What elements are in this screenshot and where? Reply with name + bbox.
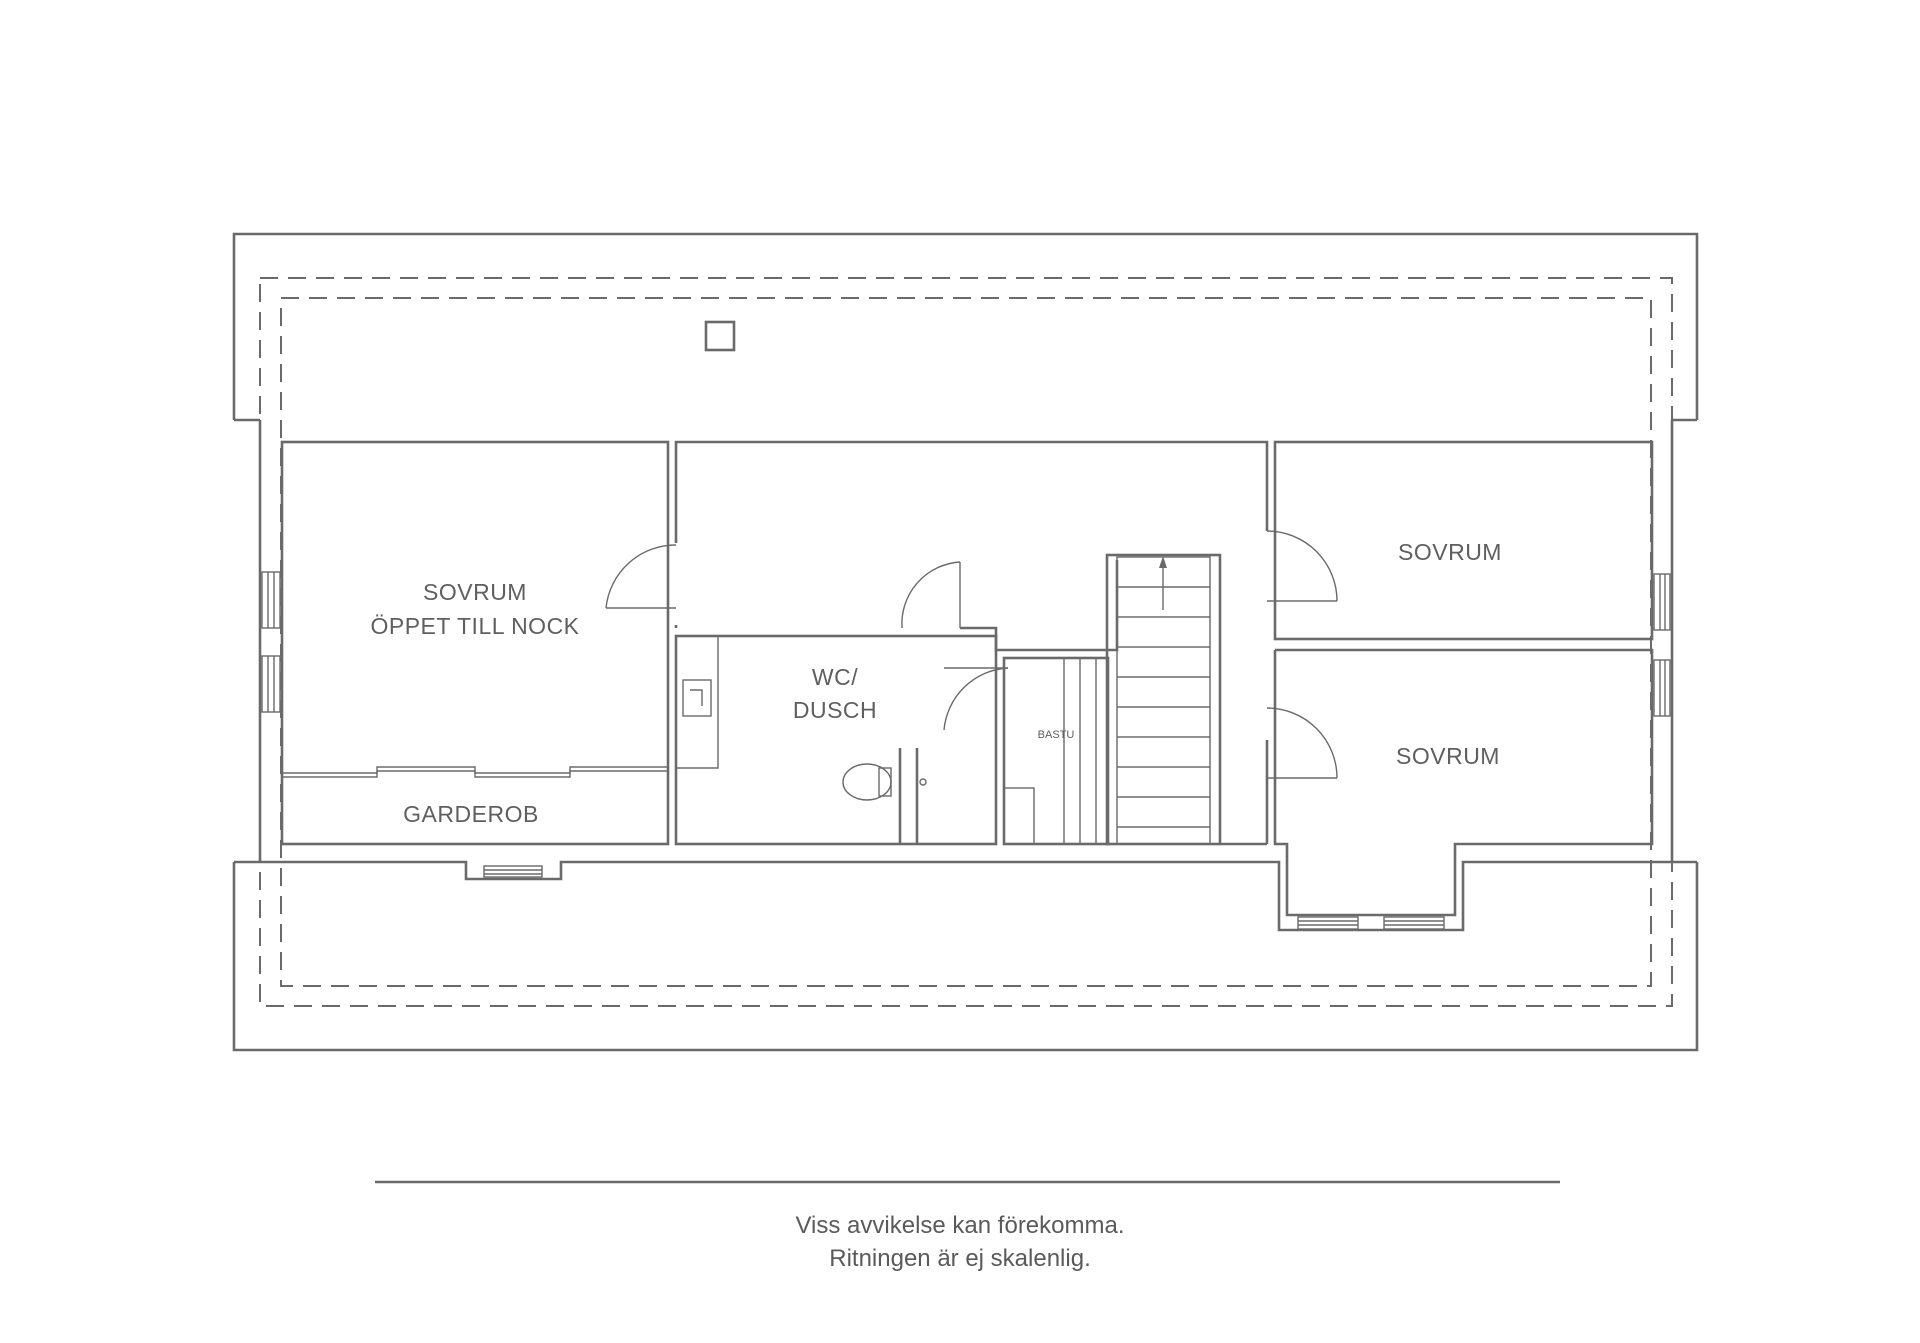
hall-wall	[674, 440, 1269, 543]
label-wardrobe: GARDEROB	[403, 801, 539, 827]
dashed-wall-line	[280, 297, 1652, 987]
window-right-upper	[1653, 573, 1671, 631]
label-wc-line2: DUSCH	[793, 697, 877, 723]
staircase-inner	[1116, 556, 1211, 845]
disclaimer-line-2: Ritningen är ej skalenlig.	[829, 1245, 1091, 1272]
wc-sink-basin	[690, 689, 703, 706]
label-wc-line1: WC/	[812, 664, 858, 690]
window-left-lower	[261, 655, 281, 713]
stair-steps	[1117, 586, 1210, 828]
chimney	[704, 320, 736, 352]
roof-outline-bottom	[232, 862, 1699, 1052]
wardrobe-divider-inner	[282, 770, 668, 778]
roof-outline-top	[232, 232, 1699, 420]
label-bedroom-bottom-right: SOVRUM	[1396, 743, 1500, 769]
door-swing-wc	[901, 561, 961, 629]
exterior-wall-bottom	[260, 860, 1672, 932]
window-bay-left	[1297, 916, 1359, 930]
room-wc	[674, 634, 998, 846]
dashed-eave-line	[259, 277, 1673, 1007]
door-swing-left-bedroom	[605, 544, 677, 609]
door-swing-top-right	[1266, 530, 1338, 602]
disclaimer-line-1: Viss avvikelse kan förekomma.	[795, 1212, 1125, 1239]
wc-sink	[682, 679, 712, 717]
wc-countertop	[676, 635, 719, 769]
door-swing-bottom-right	[1266, 707, 1338, 779]
window-bay-right	[1383, 916, 1445, 930]
wc-toilet-tank	[878, 767, 892, 797]
door-swing-sauna	[943, 667, 1009, 731]
sauna-heater	[1003, 787, 1035, 845]
label-sauna: BASTU	[1038, 729, 1075, 741]
window-right-lower	[1653, 659, 1671, 717]
label-bedroom-top-right: SOVRUM	[1398, 539, 1502, 565]
label-bedroom-left-line1: SOVRUM	[423, 579, 527, 605]
room-bedroom-top-right	[1273, 440, 1654, 641]
window-bottom-left	[483, 865, 543, 878]
label-bedroom-left-line2: ÖPPET TILL NOCK	[370, 613, 579, 639]
room-sauna	[1002, 656, 1110, 846]
room-bedroom-left	[280, 440, 670, 846]
wc-drain	[919, 778, 927, 786]
room-bedroom-bottom-right	[1273, 648, 1654, 917]
stair-arrow-head	[1159, 556, 1167, 568]
window-left-upper	[261, 571, 281, 629]
wc-toilet	[842, 763, 892, 801]
